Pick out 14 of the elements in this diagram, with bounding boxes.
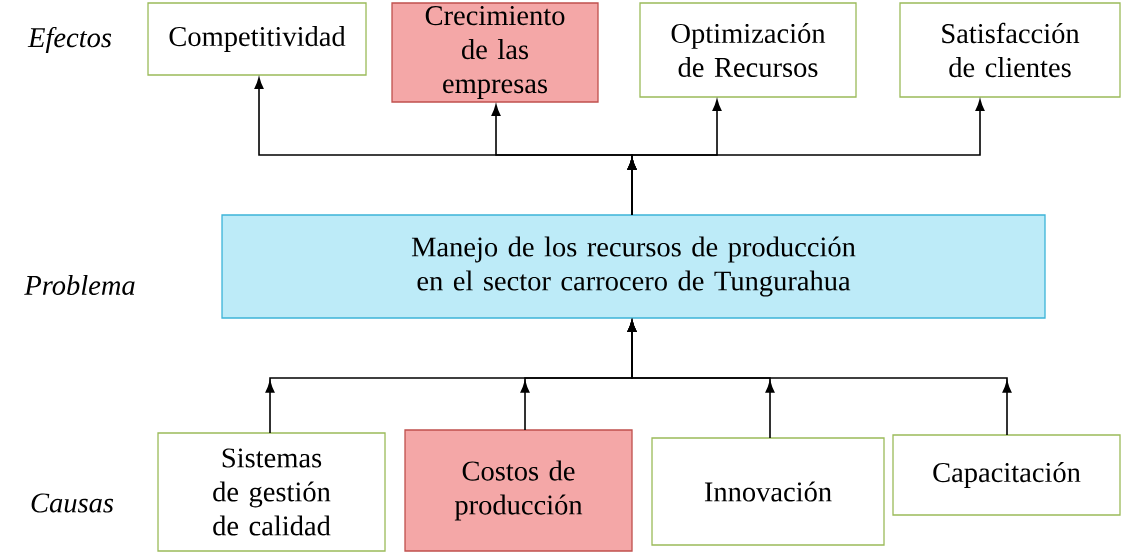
row-label: Problema — [24, 274, 135, 296]
cause-box: Capacitación — [892, 434, 1121, 516]
effect-box: Satisfacción de clientes — [899, 2, 1121, 98]
cause-box: Innovación — [651, 437, 885, 546]
arrow — [627, 320, 1012, 436]
row-label: Causas — [31, 493, 114, 513]
arrow — [627, 99, 985, 216]
effect-box: Crecimiento de las empresas — [391, 2, 599, 103]
row-label: Efectos — [27, 26, 112, 54]
cause-box: Costos de producción — [404, 429, 633, 552]
effect-box: Competitividad — [147, 2, 367, 76]
cause-box: Sistemas de gestión de calidad — [157, 432, 386, 552]
effect-box: Optimización de Recursos — [639, 2, 857, 98]
problem-box: Manejo de los recursos de producción en el sector carrocero de Tungurahua — [221, 214, 1046, 319]
